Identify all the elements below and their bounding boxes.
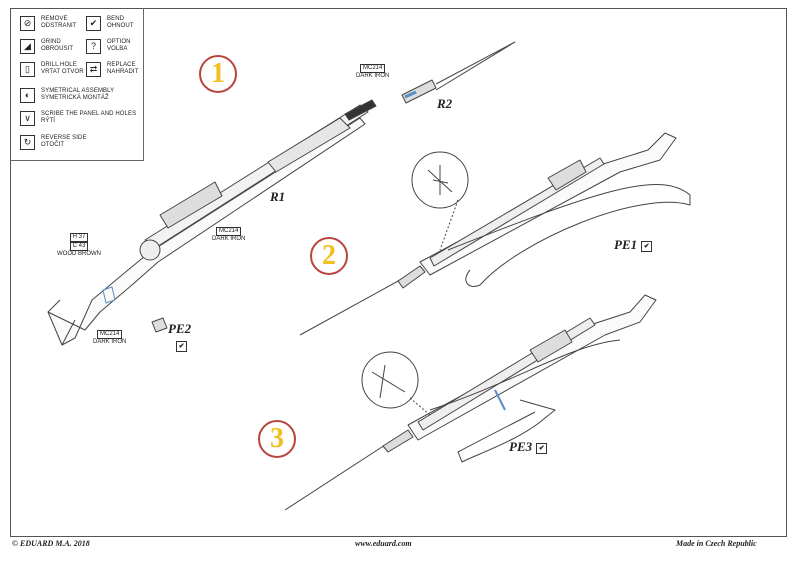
- bayonet-r2-drawing: [401, 41, 516, 104]
- remove-icon: ⊘: [20, 16, 35, 31]
- symmetrical-icon: ◐: [20, 88, 35, 103]
- scribe-icon: ∨: [20, 111, 35, 126]
- legend-item-grind: ◢ GRIND OBROUSIT: [20, 39, 80, 54]
- legend-panel: ⊘ REMOVE ODSTRANIT ◢ GRIND OBROUSIT ▯ DR…: [10, 8, 144, 161]
- part-label-r1: R1: [270, 189, 286, 204]
- legend-item-replace: ⇄ REPLACE NAHRADIT: [86, 62, 141, 77]
- footer-made-in: Made in Czech Republic: [676, 539, 757, 548]
- replace-icon: ⇄: [86, 62, 101, 77]
- option-icon: ?: [86, 39, 101, 54]
- part-label-pe3: PE3✔: [509, 439, 548, 455]
- rifle-step1-drawing: [47, 99, 377, 346]
- part-label-pe1: PE1✔: [614, 237, 653, 253]
- part-label-r2: R2: [437, 96, 453, 111]
- bend-icon: ✔: [641, 240, 653, 252]
- legend-item-reverse: ↻ REVERSE SIDE OTOČIT: [20, 135, 100, 150]
- step-number-2: 2: [310, 237, 348, 275]
- legend-item-bend: ✔ BEND OHNOUT: [86, 16, 141, 31]
- color-callout-mc214-top: MC214 DARK IRON: [356, 64, 390, 79]
- pe2-part-drawing: [151, 317, 168, 333]
- detail-magnifier-step3: [361, 351, 419, 409]
- step-number-1: 1: [199, 55, 237, 93]
- footer-url: www.eduard.com: [355, 539, 412, 548]
- part-label-pe2: PE2✔: [168, 321, 192, 352]
- color-callout-wood-brown: H 37 C 43 WOOD BROWN: [57, 233, 101, 257]
- color-callout-mc214-low: MC214 DARK IRON: [93, 330, 127, 345]
- bend-icon: ✔: [176, 340, 187, 352]
- bend-icon: ✔: [536, 442, 548, 454]
- pe2-location-highlight: [102, 286, 116, 304]
- footer-copyright: © EDUARD M.A. 2018: [12, 539, 90, 548]
- legend-item-symmetrical: ◐ SYMETRICAL ASSEMBLY SYMETRICKÁ MONTÁŽ: [20, 88, 138, 103]
- page-frame: [10, 8, 787, 537]
- legend-item-option: ? OPTION VOLBA: [86, 39, 141, 54]
- detail-sling-clip-step3: [371, 364, 406, 399]
- bend-icon: ✔: [86, 16, 101, 31]
- legend-item-drill: ▯ DRILL HOLE VRTAT OTVOR: [20, 62, 90, 77]
- color-callout-mc214-mid: MC214 DARK IRON: [212, 227, 246, 242]
- legend-item-scribe: ∨ SCRIBE THE PANEL AND HOLES RÝTÍ: [20, 111, 138, 126]
- rifle-step2-drawing: [299, 132, 691, 336]
- grind-icon: ◢: [20, 39, 35, 54]
- rifle-step3-drawing: [284, 294, 657, 511]
- reverse-icon: ↻: [20, 135, 35, 150]
- detail-sling-clip-step2: [427, 165, 453, 195]
- legend-item-remove: ⊘ REMOVE ODSTRANIT: [20, 16, 80, 31]
- drill-icon: ▯: [20, 62, 35, 77]
- step-number-3: 3: [258, 420, 296, 458]
